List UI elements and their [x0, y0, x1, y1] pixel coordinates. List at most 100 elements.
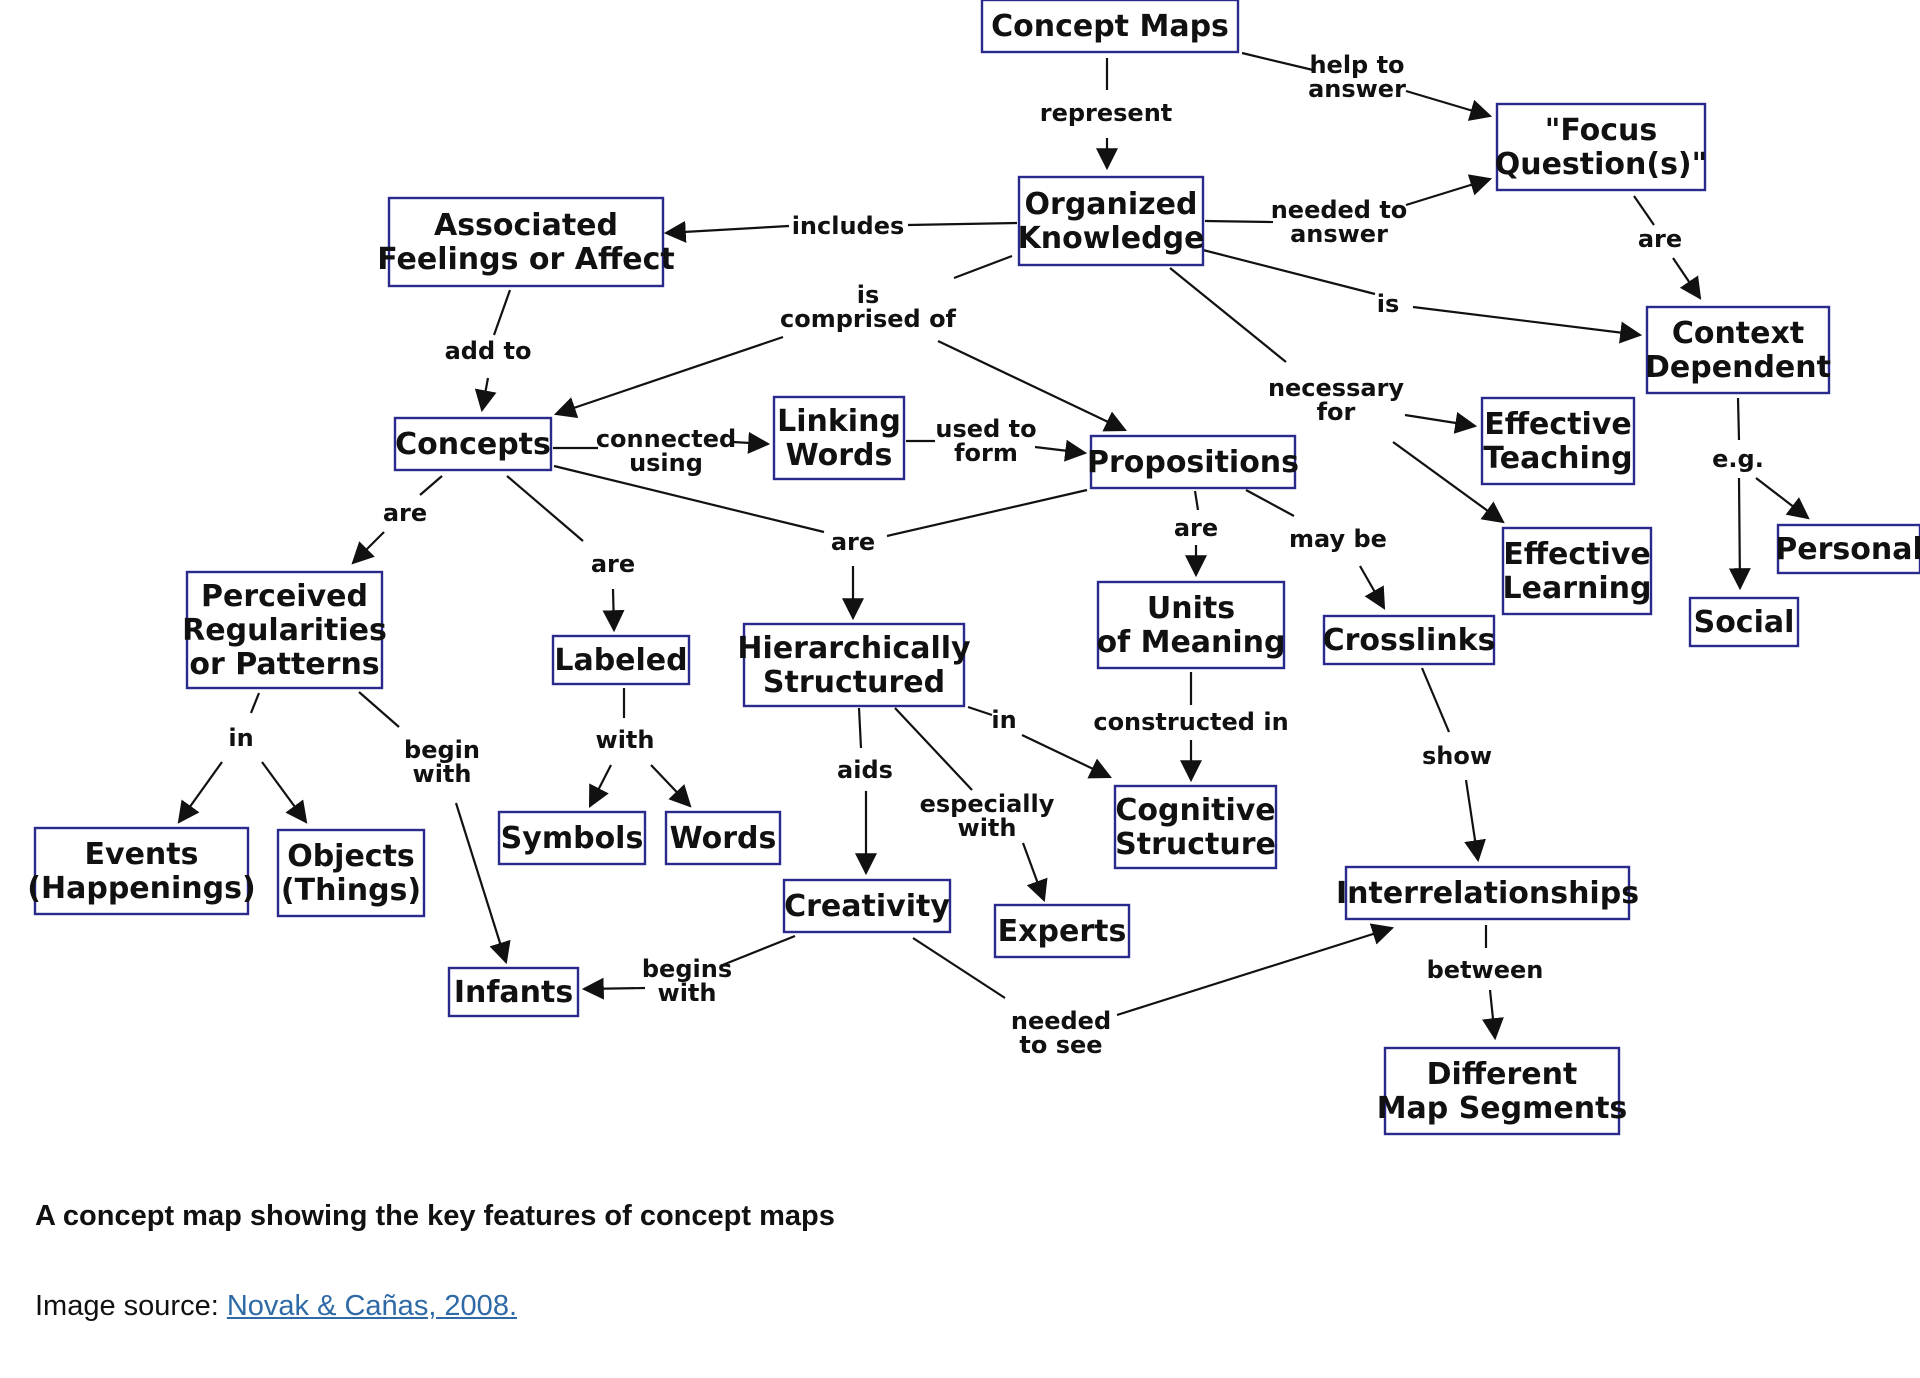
- link-label-constructed-in: constructed in: [1093, 708, 1288, 736]
- node-label: Symbols: [501, 821, 644, 856]
- connector-arrow: [1392, 441, 1505, 524]
- node-box: [993, 903, 1131, 959]
- connector-line: [907, 221, 1018, 227]
- node-label: Labeled: [554, 643, 687, 678]
- node-label: Crosslinks: [1323, 623, 1496, 658]
- link-label-line: aids: [837, 756, 893, 784]
- node-label: Objects(Things): [281, 839, 421, 908]
- node-objects: Objects(Things): [276, 828, 426, 918]
- connector-arrow: [1728, 477, 1751, 591]
- node-label-line: Words: [786, 438, 893, 473]
- node-label-line: Personal: [1775, 532, 1920, 567]
- node-label: Experts: [998, 914, 1127, 949]
- node-label: Personal: [1775, 532, 1920, 567]
- node-symbols: Symbols: [497, 810, 647, 866]
- node-label-line: Crosslinks: [1323, 623, 1496, 658]
- figure-caption: A concept map showing the key features o…: [35, 1200, 835, 1232]
- link-label-eg: e.g.: [1712, 445, 1764, 473]
- node-box: [1322, 614, 1496, 666]
- link-label-line: in: [228, 724, 253, 752]
- link-label-line: is: [1377, 290, 1400, 318]
- connector-arrow: [177, 761, 223, 824]
- node-label-line: Interrelationships: [1336, 876, 1639, 911]
- connector-line: [553, 464, 825, 534]
- connector-line: [249, 692, 261, 714]
- node-box: [1089, 434, 1297, 490]
- link-label-in-cognitive: in: [991, 706, 1016, 734]
- node-box: [1776, 523, 1920, 575]
- node-label-line: Linking: [777, 404, 901, 439]
- node-label: Concepts: [395, 427, 551, 462]
- node-box: [664, 810, 782, 866]
- node-label-line: Teaching: [1483, 441, 1632, 476]
- node-label: Infants: [454, 975, 573, 1010]
- link-label-line: with: [958, 814, 1017, 842]
- node-box: [980, 0, 1240, 54]
- link-label-may-be: may be: [1289, 525, 1387, 553]
- link-label-line: to see: [1019, 1031, 1102, 1059]
- connector-arrow: [474, 377, 497, 413]
- link-label-line: for: [1317, 398, 1356, 426]
- node-box: [1096, 580, 1286, 670]
- node-label-line: Social: [1694, 605, 1795, 640]
- link-label-line: necessary: [1268, 374, 1404, 402]
- link-label-show: show: [1422, 742, 1492, 770]
- node-experts: Experts: [993, 903, 1131, 959]
- link-label-line: form: [954, 439, 1018, 467]
- node-box: [33, 826, 250, 916]
- link-label-line: connected: [596, 425, 736, 453]
- connector-arrow: [1405, 89, 1493, 121]
- link-label-line: answer: [1308, 75, 1406, 103]
- link-label-line: especially: [920, 790, 1055, 818]
- node-box: [1113, 784, 1278, 870]
- link-label-line: between: [1427, 956, 1544, 984]
- connector-line: [719, 934, 796, 968]
- node-label-line: Perceived: [201, 579, 368, 614]
- node-label-line: Experts: [998, 914, 1127, 949]
- node-words: Words: [664, 810, 782, 866]
- link-label-line: are: [383, 499, 427, 527]
- connector-arrow: [588, 764, 612, 808]
- link-label-line: needed: [1011, 1007, 1111, 1035]
- node-label-line: Events: [85, 837, 199, 872]
- node-label-line: or Patterns: [189, 647, 379, 682]
- link-label-line: are: [591, 550, 635, 578]
- connector-arrow: [1755, 477, 1810, 520]
- node-label-line: Regularities: [182, 613, 387, 648]
- node-box: [1017, 175, 1205, 267]
- link-label-represent: represent: [1040, 99, 1173, 127]
- link-label-in-events: in: [228, 724, 253, 752]
- connector-arrow: [1359, 565, 1386, 610]
- node-box: [447, 966, 580, 1018]
- connector-arrow: [1404, 412, 1478, 434]
- node-label-line: Context: [1672, 316, 1804, 351]
- node-label: Creativity: [784, 889, 950, 924]
- link-label-line: with: [658, 979, 717, 1007]
- node-box: [551, 634, 691, 686]
- node-box: [1383, 1046, 1621, 1136]
- link-label-line: help to: [1309, 51, 1404, 79]
- image-source-link[interactable]: Novak & Cañas, 2008.: [226, 1290, 517, 1322]
- node-box: [1344, 865, 1631, 921]
- link-label-line: are: [1638, 225, 1682, 253]
- node-box: [1645, 305, 1831, 395]
- connector-arrow: [1034, 439, 1088, 462]
- connector-arrow: [1464, 779, 1486, 863]
- node-label: Social: [1694, 605, 1795, 640]
- node-label-line: Map Segments: [1377, 1091, 1628, 1126]
